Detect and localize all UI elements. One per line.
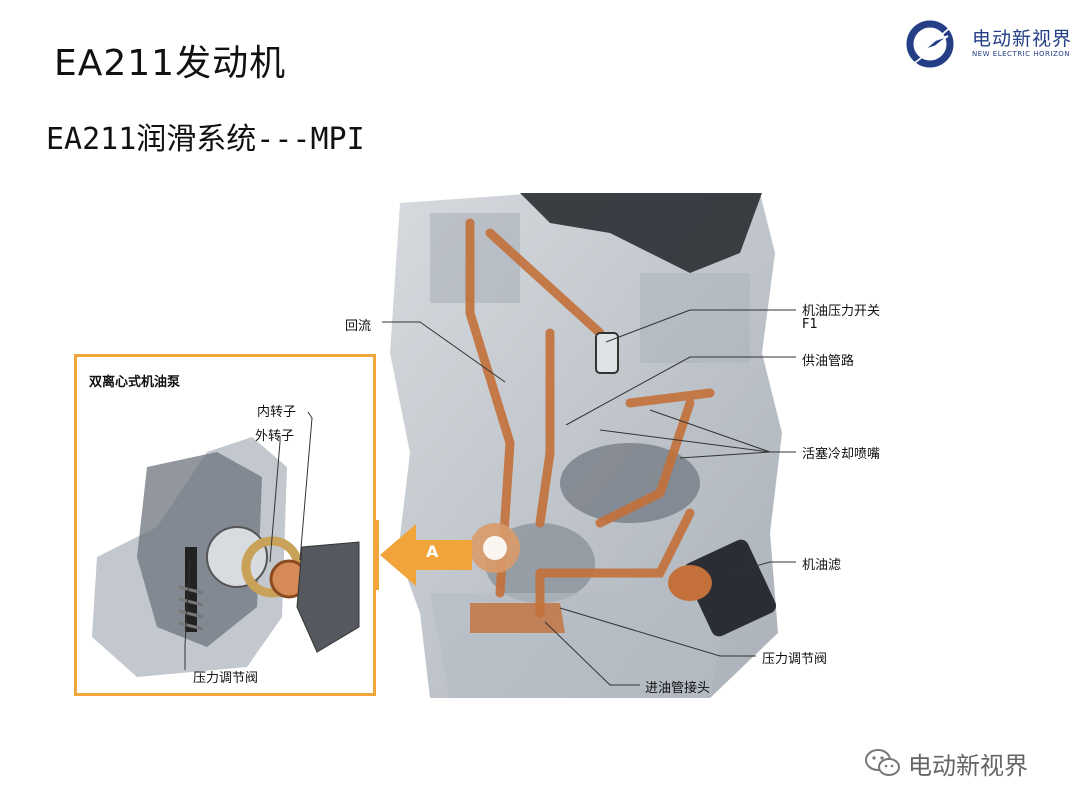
inset-label-pressure-valve: 压力调节阀 [193,671,259,686]
inset-label-outer-rotor: 外转子 [255,429,295,444]
label-oil-pressure-switch-id: F1 [802,317,818,332]
zoom-arrow [376,520,472,590]
arrow-marker-a: A [426,542,439,561]
logo-name: 电动新视界 [972,28,1073,50]
label-oil-pressure-switch: 机油压力开关 [802,304,881,319]
slide-title: EA211发动机 [54,43,287,84]
brand-logo: 电动新视界 NEW ELECTRIC HORIZON [902,10,1072,72]
oil-pump-illustration [92,437,360,677]
oil-pump-inset: 双离心式机油泵 内转子 外转子 压力调节阀 [74,354,376,696]
label-piston-cooling-nozzle: 活塞冷却喷嘴 [802,447,881,462]
footer-text: 电动新视界 [908,752,1028,780]
label-oil-filter: 机油滤 [802,558,842,573]
label-oil-supply-line: 供油管路 [802,354,855,369]
wechat-icon [865,749,900,776]
engine-illustration [390,193,782,698]
slide-subtitle: EA211润滑系统---MPI [46,122,365,157]
label-pressure-valve: 压力调节阀 [762,652,828,667]
inset-title: 双离心式机油泵 [89,375,181,390]
lightning-globe-icon [905,11,969,71]
inset-label-inner-rotor: 内转子 [257,405,297,420]
label-return-flow: 回流 [345,319,372,334]
label-intake-pipe-joint: 进油管接头 [645,681,711,696]
logo-tagline: NEW ELECTRIC HORIZON [972,50,1070,58]
